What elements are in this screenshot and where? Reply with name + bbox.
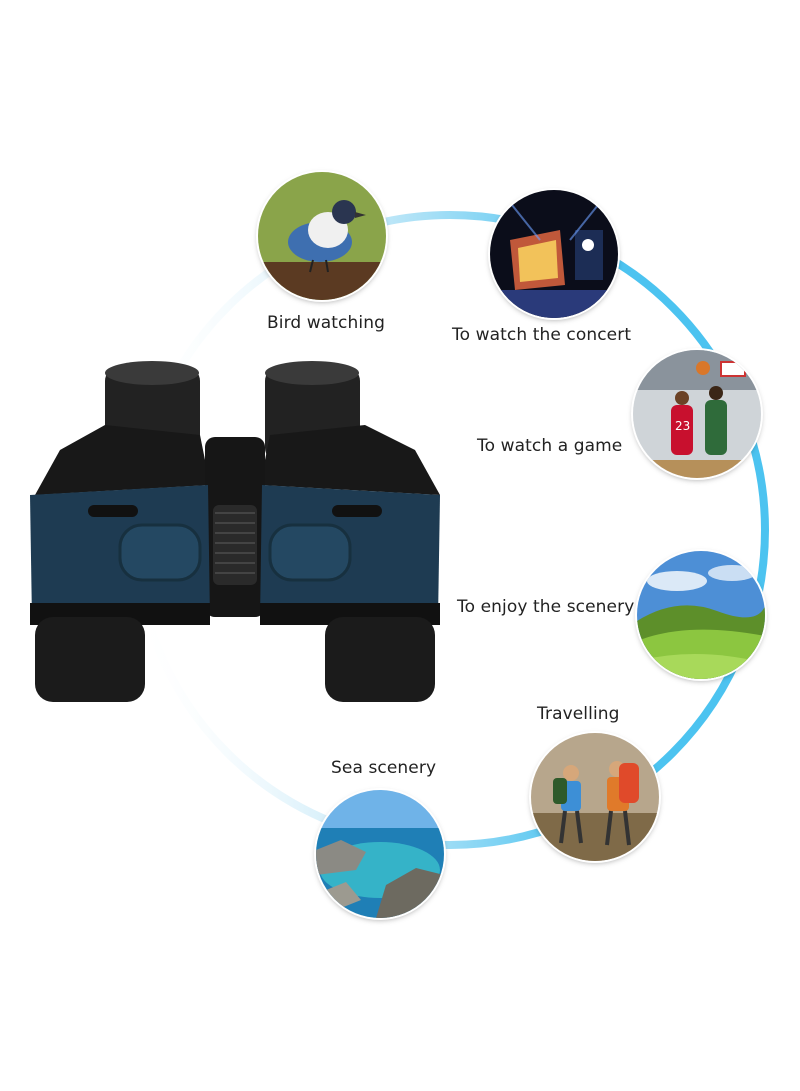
caption-game: To watch a game	[477, 436, 623, 456]
caption-concert: To watch the concert	[452, 325, 632, 345]
concert-photo-icon	[490, 190, 618, 318]
svg-text:23: 23	[675, 419, 690, 433]
caption-travelling: Travelling	[537, 704, 620, 724]
sea-photo-icon	[316, 790, 444, 918]
bird-photo-icon	[258, 172, 386, 300]
caption-sea-scenery: Sea scenery	[331, 758, 437, 778]
caption-scenery: To enjoy the scenery	[457, 597, 635, 617]
basketball-photo-icon: 23	[633, 350, 761, 478]
binoculars-image	[20, 355, 450, 715]
caption-bird-watching: Bird watching	[267, 313, 385, 333]
hikers-photo-icon	[531, 733, 659, 861]
hills-photo-icon	[637, 551, 765, 679]
